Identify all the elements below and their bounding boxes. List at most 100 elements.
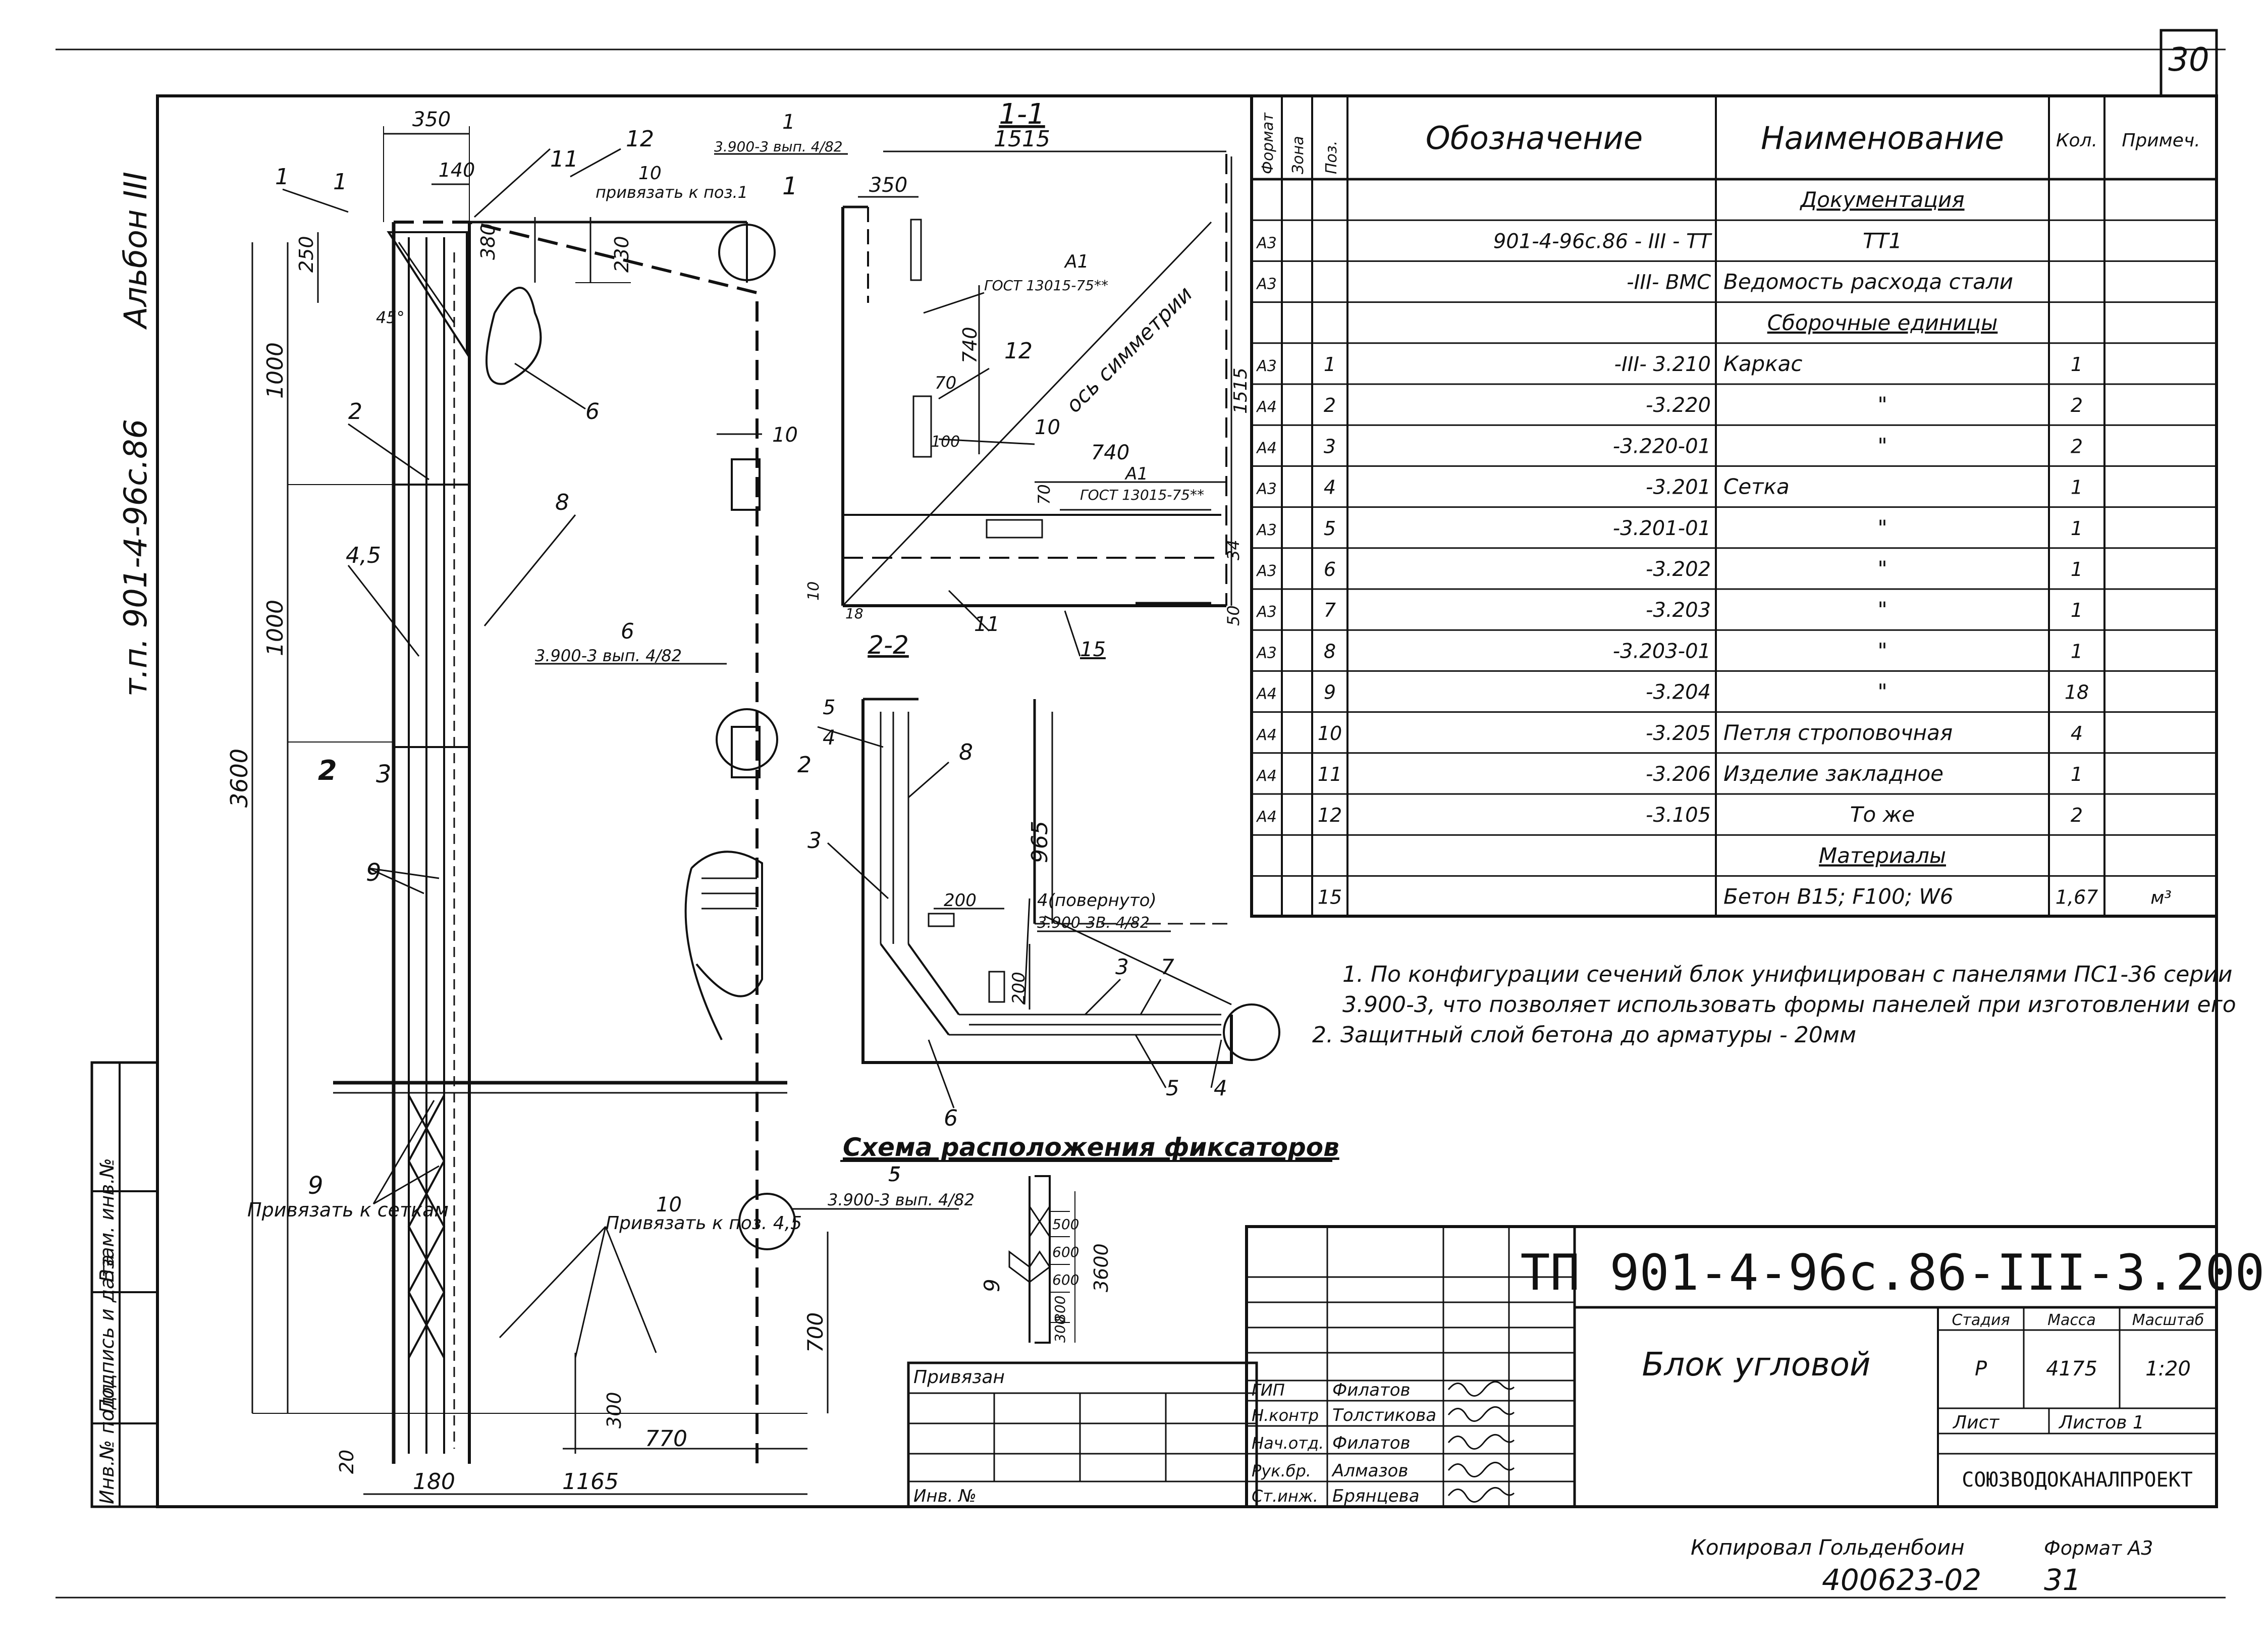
note-line-1: 1. По конфигурации сечений блок унифицир… (1342, 962, 2232, 987)
spec-cell-pos: 15 (1318, 886, 1342, 909)
section-mark-2-left: 2 (318, 755, 337, 786)
signature-mark (1447, 1434, 1515, 1450)
spec-cell-qty: 4 (2071, 722, 2083, 745)
spec-cell-format: А4 (1256, 685, 1277, 703)
fixator-label-9: 9 (980, 1279, 1004, 1292)
footer-format: Формат А3 (2044, 1537, 2153, 1559)
spec-cell-name: Каркас (1723, 351, 1802, 376)
spec-header-name: Наименование (1761, 120, 2004, 156)
spec-cell-format: А4 (1256, 767, 1277, 785)
left-strip-replace: Взам. инв.№ (96, 1158, 118, 1282)
spec-cell-format: А3 (1256, 357, 1277, 375)
spec-cell-name: Документация (1799, 187, 1964, 212)
dim-1000-b: 1000 (262, 600, 288, 656)
spec-cell-name: То же (1850, 802, 1915, 827)
spec-table: Формат Зона Поз. Обозначение Наименовани… (1250, 94, 2218, 918)
pos-label-10-lower: 10 (656, 1193, 682, 1216)
section-1-1: 1-1 1515 350 740 70 100 740 70 1515 34 5… (782, 98, 1251, 661)
spec-cell-qty: 18 (2065, 681, 2089, 704)
spec-cell-designation: -3.201-01 (1613, 517, 1711, 540)
footer-stamp-number: 400623-02 (1822, 1563, 1981, 1597)
sec11-a1-top: А1 (1064, 251, 1089, 272)
spec-cell-designation: -3.203 (1646, 599, 1711, 622)
footer-page-num: 31 (2044, 1563, 2081, 1597)
note-line-2: 3.900-3, что позволяет использовать форм… (1342, 992, 2236, 1018)
fixator-dim-3600: 3600 (1090, 1243, 1112, 1292)
fixator-dim-300: 300 (1052, 1316, 1068, 1343)
fixator-dim-500: 500 (1052, 1216, 1079, 1233)
spec-cell-qty: 1 (2071, 558, 2083, 580)
sec22-rotated-note: 4(повернуто) (1037, 890, 1157, 911)
spec-cell-designation: -3.206 (1646, 763, 1711, 786)
stamp-stage: Р (1975, 1357, 1987, 1381)
dim-350: 350 (412, 108, 451, 131)
notes: 1. По конфигурации сечений блок унифицир… (1312, 962, 2236, 1048)
spec-cell-name: Бетон В15; F100; W6 (1723, 884, 1953, 909)
spec-cell-name: ТТ1 (1863, 228, 1902, 253)
spec-cell-format: А3 (1256, 644, 1277, 662)
pos-label-4-5: 4,5 (346, 543, 381, 568)
sec22-label-4b: 4 (1214, 1076, 1227, 1100)
sec11-dim-34: 34 (1224, 540, 1243, 560)
spec-header-pos: Поз. (1323, 141, 1340, 174)
note-line-3: 2. Защитный слой бетона до арматуры - 20… (1312, 1022, 1856, 1048)
spec-cell-qty: 1,67 (2056, 886, 2098, 909)
section-1-1-title: 1-1 (999, 98, 1045, 131)
callout-6-ref: 3.900-3 вып. 4/82 (535, 646, 682, 665)
sec11-dim-1515: 1515 (994, 126, 1050, 152)
sec22-label-5b: 5 (1166, 1076, 1179, 1100)
pos-label-9-lower: 9 (308, 1172, 323, 1200)
sec11-dim-350: 350 (869, 174, 907, 197)
spec-cell-designation: -3.105 (1646, 804, 1711, 827)
stamp-staff-name: Алмазов (1331, 1461, 1408, 1481)
spec-cell-format: А3 (1256, 481, 1277, 498)
sec11-gost-mid: ГОСТ 13015-75** (1080, 487, 1204, 503)
section-2-2: 2-2 965 200 200 5 4 8 3 2 (797, 630, 1280, 1131)
spec-cell-name: " (1877, 433, 1887, 458)
spec-cell-name: Материалы (1819, 843, 1946, 868)
spec-cell-designation: -3.202 (1646, 558, 1711, 581)
sec11-dim-70-v: 70 (935, 373, 956, 393)
dim-700: 700 (803, 1312, 828, 1353)
signature-mark (1447, 1381, 1515, 1397)
spec-cell-name: " (1877, 638, 1887, 663)
sec11-dim-740-h: 740 (1091, 441, 1129, 464)
sec22-mark-2: 2 (797, 752, 812, 778)
spec-cell-qty: 2 (2071, 804, 2083, 826)
spec-cell-qty: 2 (2071, 394, 2083, 416)
spec-cell-pos: 7 (1324, 599, 1336, 621)
spec-cell-pos: 5 (1324, 517, 1336, 540)
pos-label-12: 12 (626, 126, 654, 152)
dim-140: 140 (439, 159, 475, 181)
sec11-dim-50: 50 (1224, 605, 1243, 626)
spec-cell-qty: 2 (2071, 435, 2083, 457)
stamp-code: ТП 901-4-96с.86-III-3.200 (1520, 1244, 2264, 1302)
callout-6-num: 6 (621, 619, 634, 644)
spec-cell-name: " (1877, 515, 1887, 540)
stamp-sheets-label: Листов 1 (2058, 1412, 2144, 1433)
signature-mark (1447, 1487, 1515, 1503)
spec-cell-name: Сетка (1723, 474, 1790, 499)
spec-cell-name: Ведомость расхода стали (1723, 270, 2013, 294)
sec22-label-6: 6 (944, 1105, 958, 1131)
dim-1000-a: 1000 (262, 342, 288, 399)
spec-cell-name: Петля строповочная (1723, 720, 1953, 745)
pos-label-11: 11 (550, 146, 578, 172)
spec-cell-designation: -3.205 (1646, 722, 1711, 745)
spec-header-qty: Кол. (2056, 130, 2097, 151)
angle-45: 45° (376, 308, 405, 327)
sec11-mark-1: 1 (782, 172, 798, 200)
spec-cell-name: " (1877, 597, 1887, 622)
spec-cell-designation: -III- 3.210 (1614, 353, 1711, 376)
stamp-scale-label: Масштаб (2132, 1311, 2204, 1329)
spec-cell-pos: 9 (1324, 681, 1336, 704)
stamp-staff-name: Толстикова (1332, 1405, 1436, 1425)
sec22-label-3b: 3 (1115, 955, 1129, 979)
callout-5-num: 5 (888, 1163, 901, 1186)
spec-cell-pos: 1 (1324, 353, 1336, 376)
callout-1-ref: 3.900-3 вып. 4/82 (714, 138, 843, 155)
spec-header-format: Формат (1259, 112, 1277, 174)
spec-cell-qty: 1 (2071, 640, 2083, 662)
pos-label-8: 8 (555, 490, 569, 515)
pos-label-9-upper: 9 (366, 859, 382, 887)
